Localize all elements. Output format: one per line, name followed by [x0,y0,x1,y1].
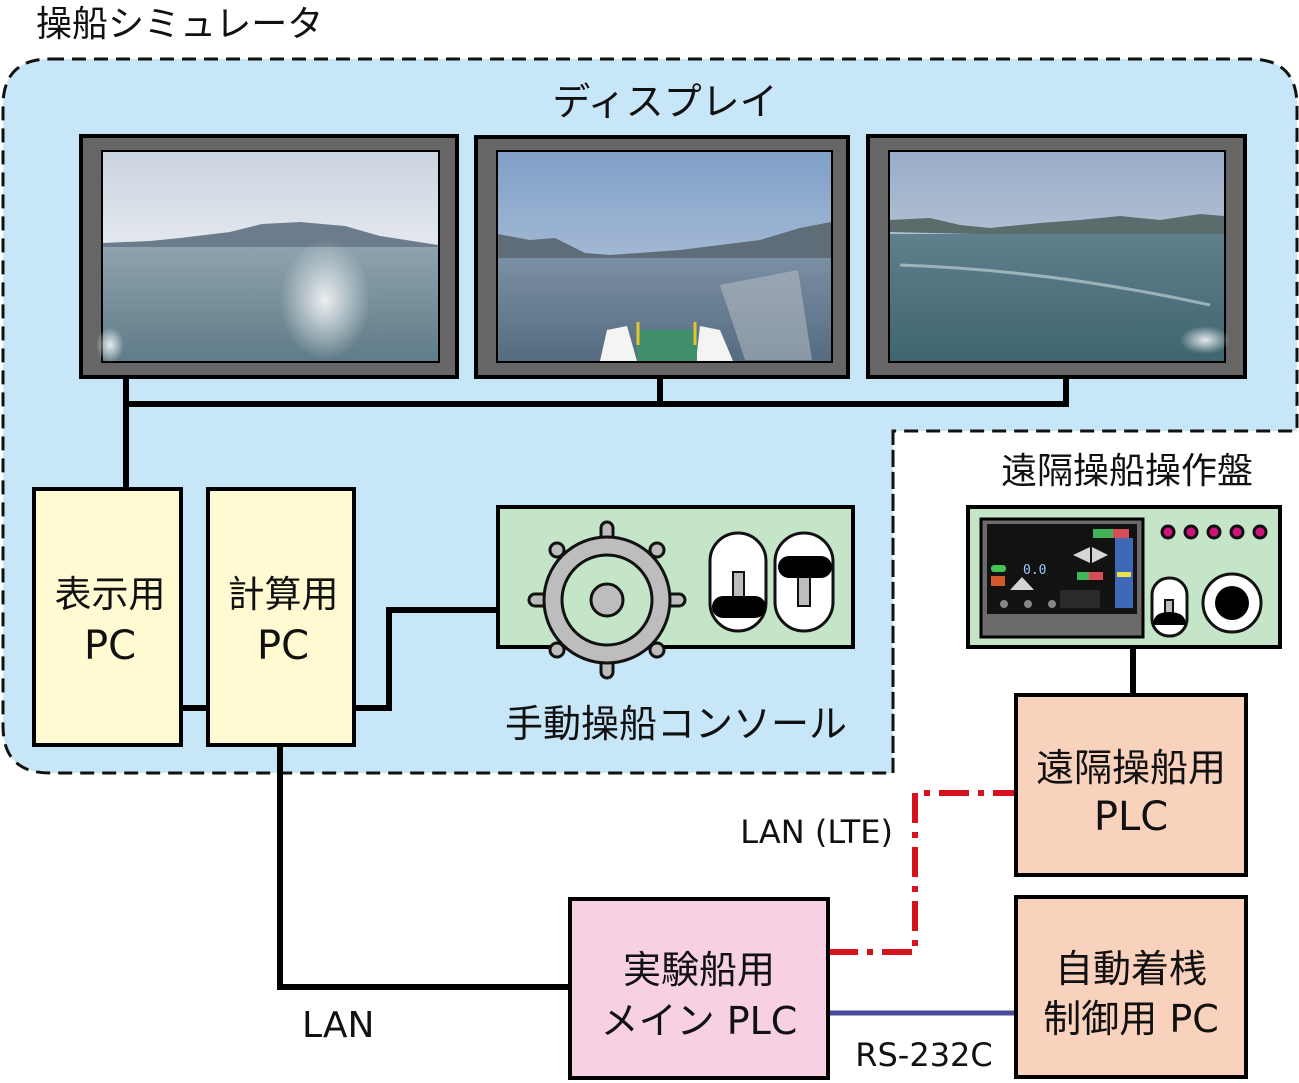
remote-panel-label: 遠隔操船操作盤 [1001,451,1253,492]
calc-pc-node[interactable]: 計算用 PC [206,487,356,747]
main-plc-label-line2: メイン PLC [601,999,798,1043]
calc-pc-label-line2: PC [257,623,309,669]
joystick-dial-icon [1201,572,1263,634]
svg-text:0.0: 0.0 [1023,563,1046,578]
rs232c-label: RS-232C [855,1036,993,1074]
main-plc-node[interactable]: 実験船用 メイン PLC [568,897,830,1080]
touch-screen-hmi: 0.0 [979,517,1145,639]
main-plc-label-line1: 実験船用 [623,948,775,992]
manual-console[interactable] [496,505,855,680]
display-group-label: ディスプレイ [552,80,777,124]
monitor-center [474,135,850,379]
throttle-lever-left-icon [708,531,768,633]
manual-console-label: 手動操船コンソール [505,702,847,746]
auto-berth-pc-label-line1: 自動着桟 [1055,947,1207,991]
simulator-title: 操船シミュレータ [36,4,323,45]
auto-berth-pc-node[interactable]: 自動着桟 制御用 PC [1014,895,1248,1079]
display-pc-label-line1: 表示用 [55,573,166,616]
lan-link [277,745,570,990]
calc-pc-label-line1: 計算用 [228,573,339,616]
lan-label: LAN [302,1005,374,1046]
throttle-lever-right-icon [773,531,835,633]
remote-plc-label-line2: PLC [1094,794,1168,840]
remote-plc-label-line1: 遠隔操船用 [1036,746,1226,790]
monitor-left [79,134,459,379]
remote-plc-node[interactable]: 遠隔操船用 PLC [1014,693,1248,877]
pc-links [181,607,498,711]
remote-lever-icon [1150,576,1189,638]
monitor-right [866,134,1247,379]
ship-wheel-icon [527,520,687,680]
indicator-lamps [1160,524,1268,540]
display-pc-label-line2: PC [84,623,136,669]
auto-berth-pc-label-line2: 制御用 PC [1043,997,1219,1041]
lan-lte-label: LAN (LTE) [740,813,893,851]
remote-operation-panel[interactable]: 0.0 [966,505,1282,649]
display-bus [123,376,1069,490]
display-pc-node[interactable]: 表示用 PC [32,487,183,747]
lan-lte-link [828,790,1016,955]
